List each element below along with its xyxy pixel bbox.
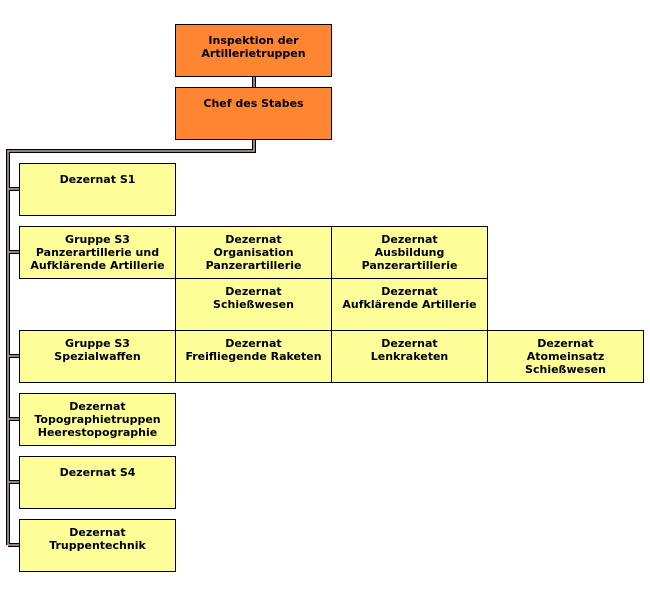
dezernat-organisation-box: Dezernat Organisation Panzerartillerie xyxy=(175,226,332,279)
dezernat-freifliegende-raketen-box: Dezernat Freifliegende Raketen xyxy=(175,330,332,383)
dezernat-ausbildung-box: Dezernat Ausbildung Panzerartillerie xyxy=(331,226,488,279)
dezernat-schiesswesen-box: Dezernat Schießwesen xyxy=(175,278,332,331)
inspektion-box: Inspektion der Artillerietruppen xyxy=(175,24,332,77)
dezernat-s1-box: Dezernat S1 xyxy=(19,163,176,216)
dezernat-topographietruppen-box: Dezernat Topographietruppen Heerestopogr… xyxy=(19,393,176,446)
dezernat-s4-box: Dezernat S4 xyxy=(19,456,176,509)
dezernat-truppentechnik-box: Dezernat Truppentechnik xyxy=(19,519,176,572)
dezernat-atomeinsatz-box: Dezernat Atomeinsatz Schießwesen xyxy=(487,330,644,383)
dezernat-lenkraketen-box: Dezernat Lenkraketen xyxy=(331,330,488,383)
chef-des-stabes-box: Chef des Stabes xyxy=(175,87,332,140)
gruppe-s3-spezialwaffen-box: Gruppe S3 Spezialwaffen xyxy=(19,330,176,383)
gruppe-s3-panzerartillerie-box: Gruppe S3 Panzerartillerie und Aufklären… xyxy=(19,226,176,279)
dezernat-aufklaerende-artillerie-box: Dezernat Aufklärende Artillerie xyxy=(331,278,488,331)
